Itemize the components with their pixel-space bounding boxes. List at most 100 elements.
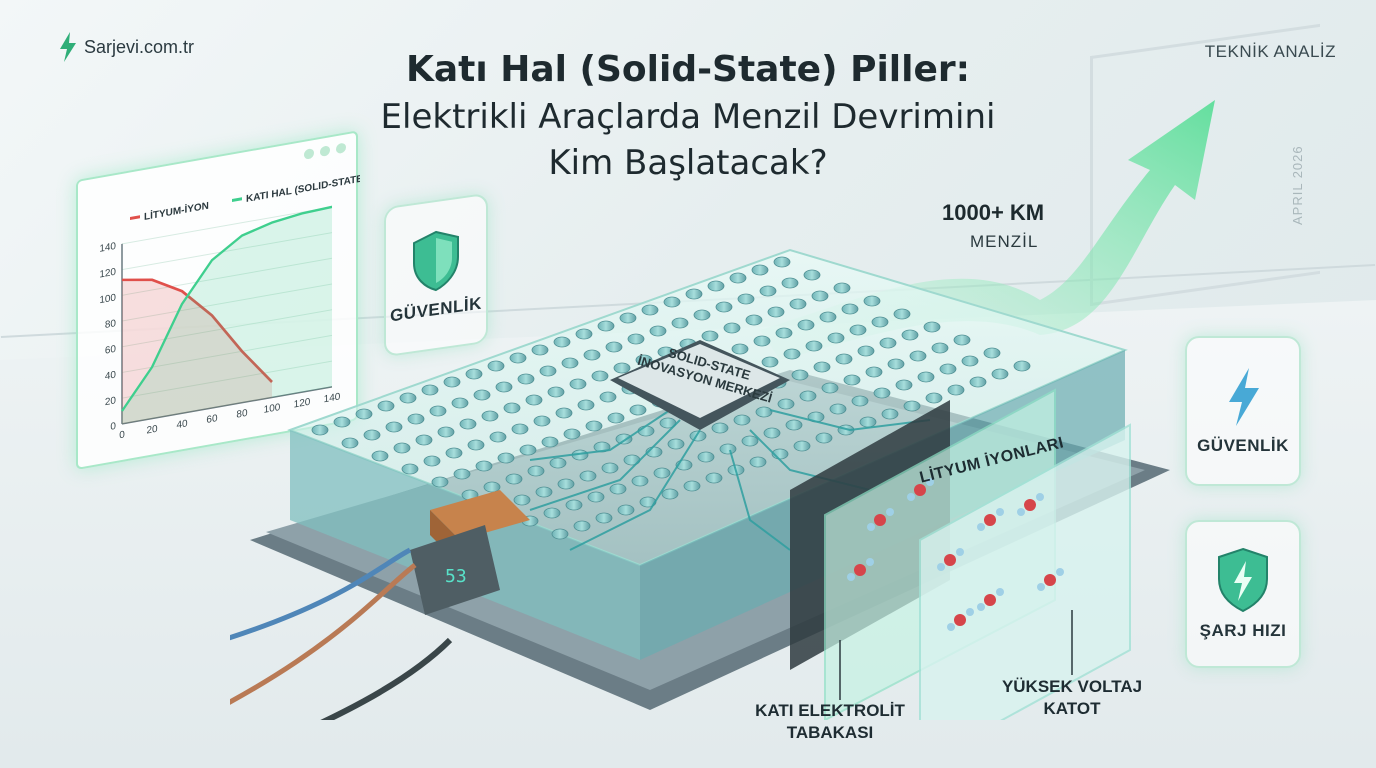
battery-cell — [737, 293, 755, 305]
ion-atom — [977, 523, 985, 531]
battery-cell — [663, 296, 681, 308]
ion-molecule — [937, 548, 964, 571]
battery-cell — [693, 309, 711, 321]
battery-cell — [465, 368, 483, 380]
ion-atom — [1044, 574, 1056, 586]
battery-cell — [791, 369, 809, 381]
battery-cell — [531, 344, 549, 356]
chart-legend-label: KATI HAL (SOLID-STATE) — [246, 173, 360, 205]
ion-molecule — [847, 558, 874, 581]
battery-cell — [1013, 360, 1031, 372]
chart-gridline — [122, 360, 332, 399]
ion-atom — [854, 564, 866, 576]
chart-y-tick-label: 120 — [99, 267, 116, 281]
battery-cell — [723, 322, 741, 334]
battery-cell — [947, 384, 965, 396]
chart-x-tick-label: 120 — [294, 397, 311, 411]
ion-molecule — [947, 608, 974, 631]
battery-cell — [707, 280, 725, 292]
ion-molecule — [907, 478, 934, 501]
battery-cell — [543, 507, 561, 519]
brand-name: Sarjevi.com.tr — [84, 36, 195, 57]
battery-cell — [401, 463, 419, 475]
battery-cell — [715, 301, 733, 313]
ion-atom — [944, 554, 956, 566]
battery-cell — [711, 422, 729, 434]
battery-cell — [431, 476, 449, 488]
ion-atom — [1037, 583, 1045, 591]
battery-cell — [819, 311, 837, 323]
battery-cell — [925, 392, 943, 404]
battery-cell — [553, 336, 571, 348]
chart-x-tick-label: 20 — [146, 424, 158, 437]
battery-cell — [385, 421, 403, 433]
battery-cell — [761, 356, 779, 368]
battery-cell — [475, 460, 493, 472]
chart-y-tick-label: 100 — [99, 292, 116, 306]
battery-cell — [773, 256, 791, 268]
battery-cell — [879, 337, 897, 349]
range-value: 1000+ KM — [942, 200, 1045, 225]
battery-cell — [407, 413, 425, 425]
title-line-3: Kim Başlatacak? — [548, 143, 828, 183]
chart-legend-label: LİTYUM-İYON — [144, 199, 209, 223]
battery-cell — [527, 465, 545, 477]
battery-cell — [745, 314, 763, 326]
battery-cell — [851, 395, 869, 407]
ion-atom — [1036, 493, 1044, 501]
ion-molecule — [1017, 493, 1044, 516]
chart-y-tick-label: 40 — [105, 370, 117, 383]
cathode-layer — [919, 423, 1131, 720]
ion-atom — [984, 594, 996, 606]
battery-cell — [547, 386, 565, 398]
battery-cell — [755, 406, 773, 418]
charge-speed-card-label: ŞARJ HIZI — [1199, 621, 1287, 640]
ion-molecule — [1037, 568, 1064, 591]
orange-module — [430, 490, 530, 540]
ion-atom — [984, 514, 996, 526]
battery-cell — [497, 452, 515, 464]
battery-cell — [363, 429, 381, 441]
battery-cell — [421, 384, 439, 396]
battery-cell — [833, 282, 851, 294]
chart-gridline — [122, 257, 332, 296]
ion-atom — [977, 603, 985, 611]
chart-gridline — [122, 232, 332, 271]
battery-cell — [789, 298, 807, 310]
battery-cell — [931, 342, 949, 354]
battery-cell — [895, 379, 913, 391]
brand[interactable]: Sarjevi.com.tr — [58, 32, 194, 62]
ion-molecule — [867, 508, 894, 531]
shield-lightning-icon — [1218, 547, 1268, 613]
battery-cell — [641, 304, 659, 316]
battery-cell — [577, 399, 595, 411]
ion-atom — [874, 514, 886, 526]
battery-cell — [629, 404, 647, 416]
battery-cell — [909, 350, 927, 362]
battery-cell — [443, 376, 461, 388]
battery-cell — [525, 394, 543, 406]
battery-cell — [815, 432, 833, 444]
battery-cell — [763, 427, 781, 439]
battery-cell — [671, 317, 689, 329]
cable-orange — [230, 563, 417, 705]
battery-cell — [701, 330, 719, 342]
battery-cell — [631, 475, 649, 487]
ion-molecule — [977, 508, 1004, 531]
date-tag: APRIL 2026 — [1290, 145, 1305, 225]
battery-cell — [617, 504, 635, 516]
battery-cell — [451, 397, 469, 409]
battery-cell — [587, 491, 605, 503]
battery-cell — [653, 467, 671, 479]
battery-cell — [953, 334, 971, 346]
ion-atom — [886, 508, 894, 516]
battery-cell — [513, 494, 531, 506]
ion-atom — [907, 493, 915, 501]
battery-cell — [881, 408, 899, 420]
battery-cell — [813, 361, 831, 373]
battery-cell — [539, 365, 557, 377]
ion-atom — [956, 548, 964, 556]
battery-cell — [827, 332, 845, 344]
analysis-tag: TEKNİK ANALİZ — [1204, 42, 1336, 61]
